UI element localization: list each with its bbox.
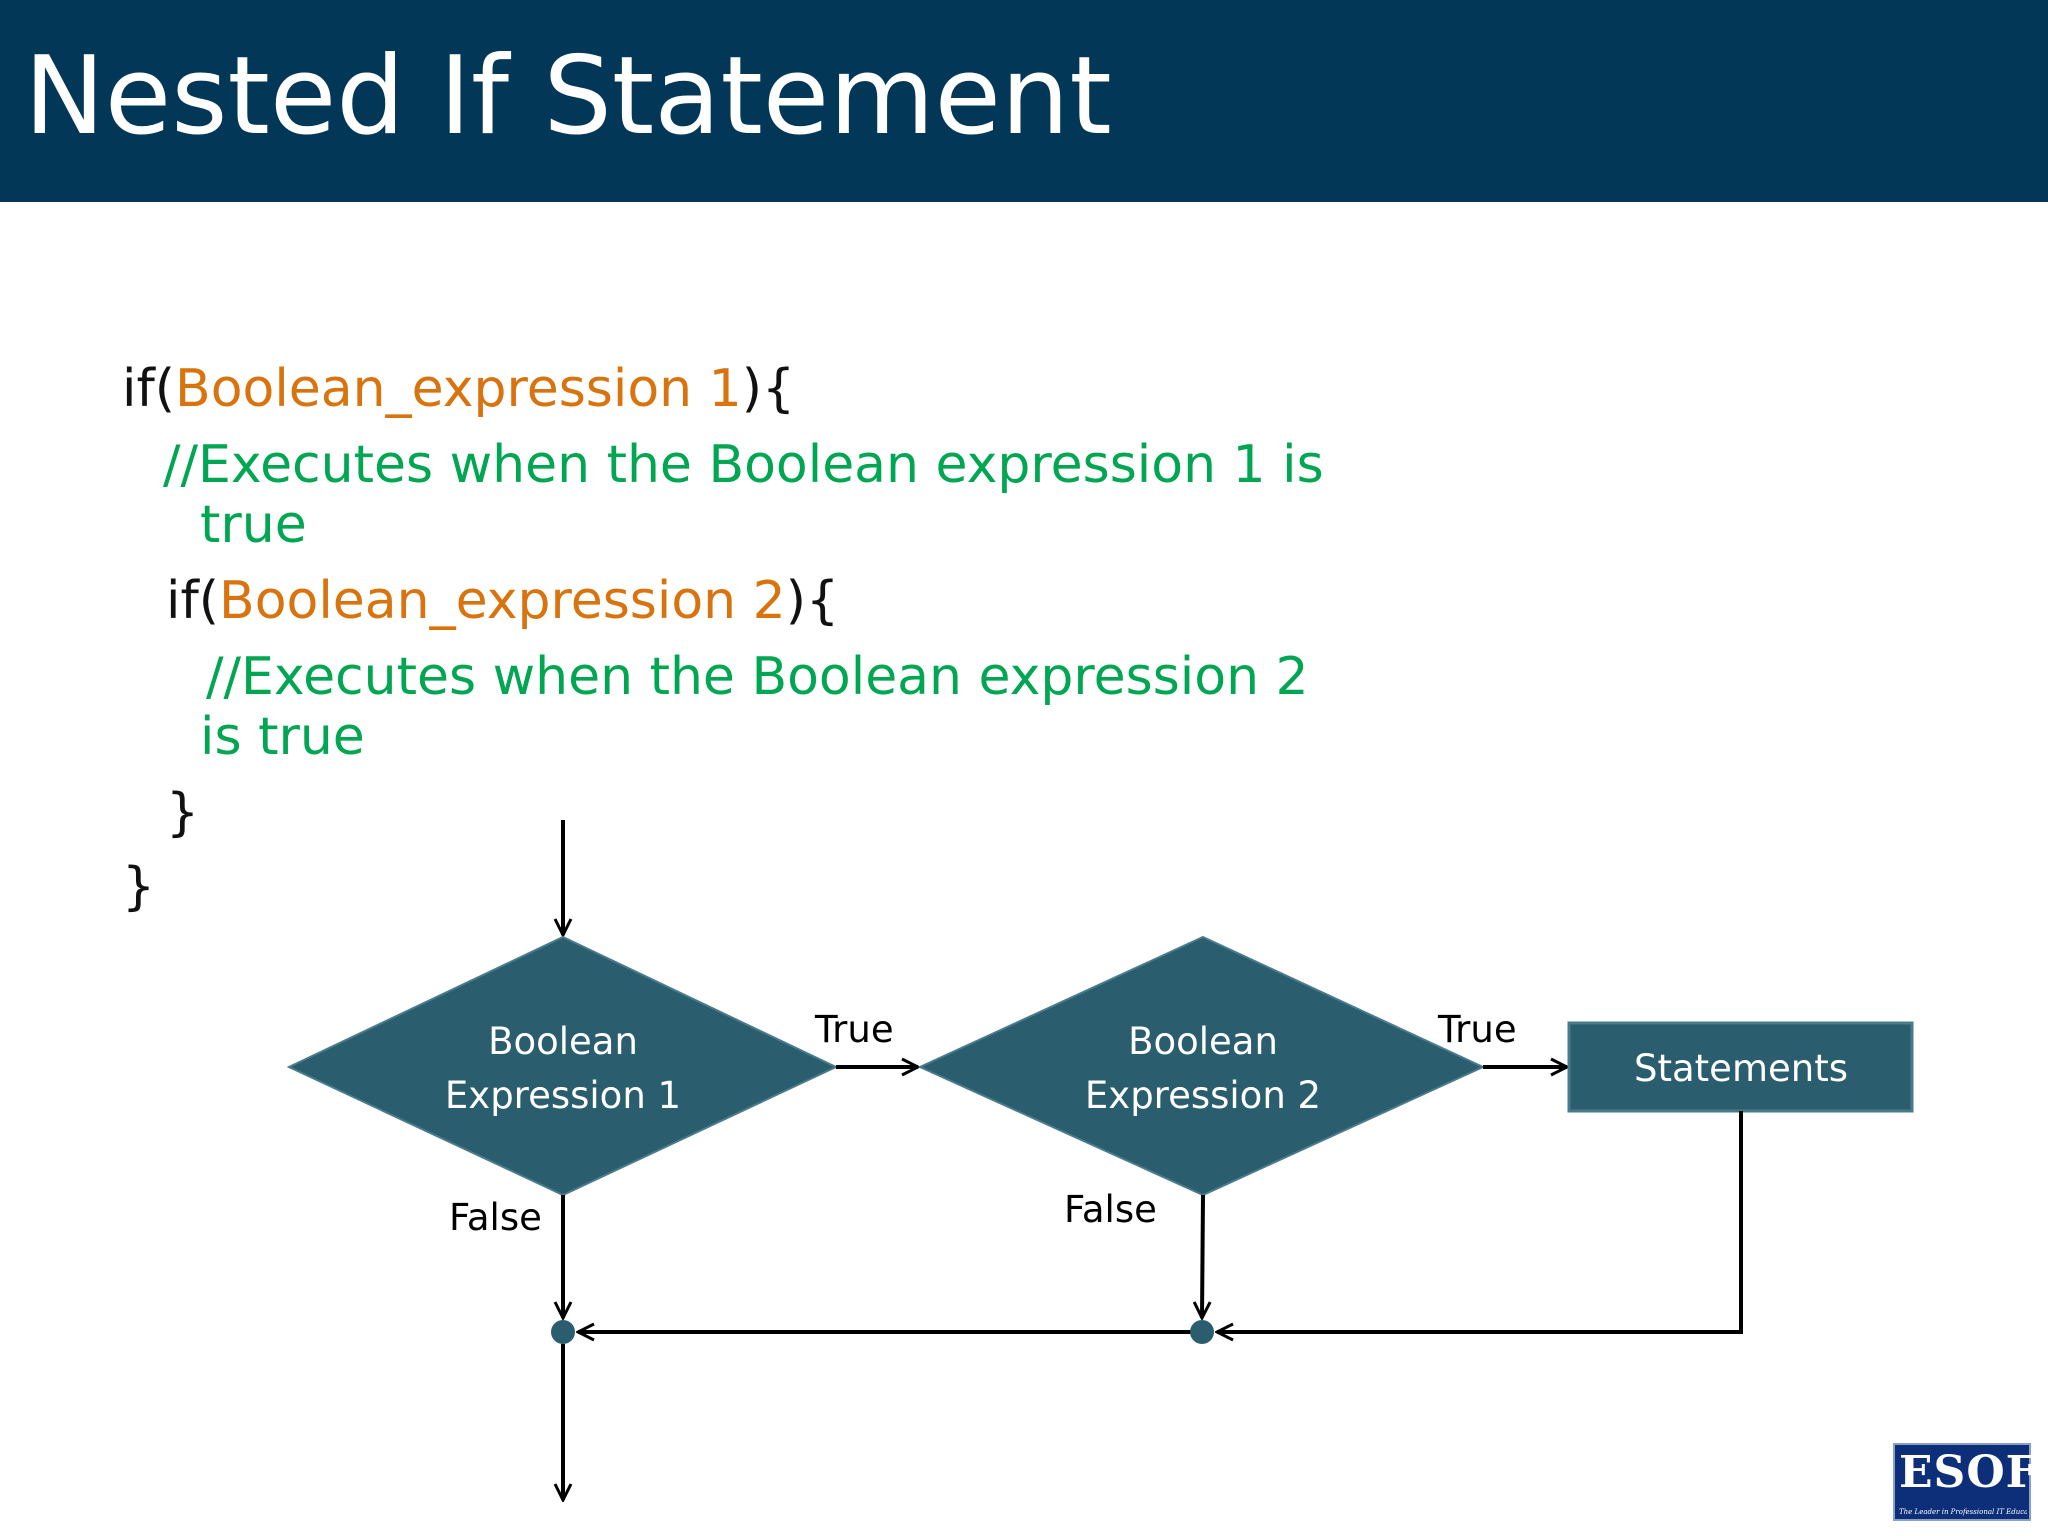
comment-line-1b: true [200, 495, 307, 555]
comment-line-2a: //Executes when the Boolean expression 2 [206, 647, 1309, 707]
statements-label: Statements [1634, 1047, 1848, 1090]
closing-brace-inner: } [166, 783, 200, 843]
true-label-1: True [814, 1008, 894, 1051]
true-label-2: True [1437, 1008, 1517, 1051]
decision-1-line-1: Boolean [488, 1020, 638, 1063]
slide-title: Nested If Statement [24, 34, 1112, 159]
comment-line-1a: //Executes when the Boolean expression 1… [163, 435, 1324, 495]
brace-open: ){ [741, 359, 796, 419]
decision-diamond-2 [917, 935, 1486, 1197]
brace-open: ){ [785, 571, 840, 631]
false-label-2: False [1064, 1188, 1157, 1231]
comment-line-2b: is true [200, 707, 365, 767]
decision-1-line-2: Expression 1 [445, 1074, 681, 1117]
boolean-expression-1: Boolean_expression 1 [175, 359, 742, 419]
statements-box [1567, 1021, 1914, 1113]
false-label-1: False [449, 1196, 542, 1239]
false-arrow-2 [1202, 1194, 1203, 1318]
logo-tagline: The Leader in Professional IT Education [1899, 1508, 2027, 1516]
boolean-expression-2: Boolean_expression 2 [219, 571, 786, 631]
decision-2-line-1: Boolean [1128, 1020, 1278, 1063]
decision-diamond-1 [286, 935, 839, 1197]
closing-brace-outer: } [122, 857, 156, 917]
code-line-if-1: if(Boolean_expression 1){ [122, 359, 796, 420]
if-keyword: if( [122, 359, 176, 419]
if-keyword: if( [166, 571, 220, 631]
decision-2-line-2: Expression 2 [1085, 1074, 1321, 1117]
junction-dot-1 [551, 1320, 575, 1344]
title-bar: Nested If Statement [0, 0, 2048, 202]
statements-return-arrow [1217, 1111, 1743, 1332]
code-line-if-2: if(Boolean_expression 2){ [166, 571, 840, 632]
junction-dot-2 [1190, 1320, 1214, 1344]
